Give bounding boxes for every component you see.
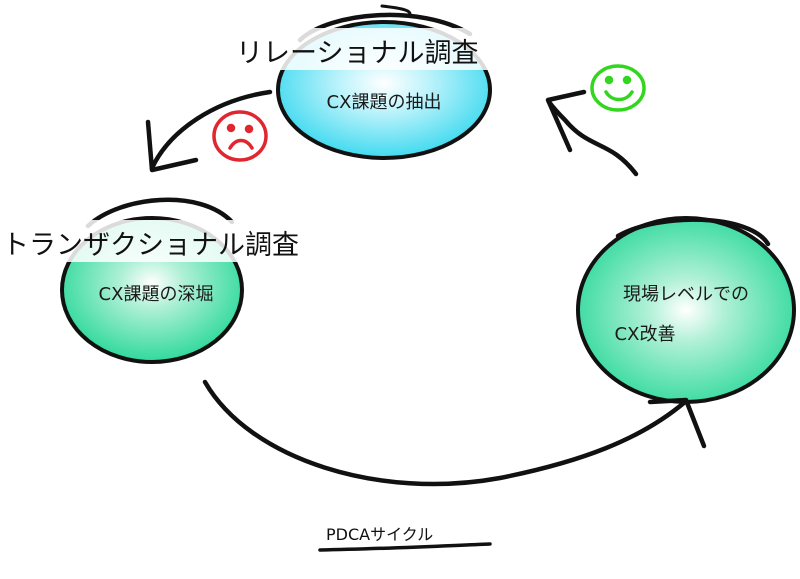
node-left-label: CX課題の深堀: [99, 284, 214, 305]
arrow-top-to-left-shaft: [149, 89, 273, 171]
arrow-left-to-right-head: [647, 397, 707, 449]
arrow-right-to-top-head: [545, 89, 587, 153]
node-right-label-line2: CX改善: [615, 324, 676, 345]
node-right: 現場レベルでの CX改善: [576, 216, 796, 404]
node-top-heading: リレーショナル調査: [236, 38, 478, 69]
footer: PDCAサイクル: [318, 525, 492, 552]
arrow-top-to-left: [145, 89, 273, 173]
node-left-sketch-stroke: [85, 197, 235, 229]
node-top-sketch-stroke-2: [380, 4, 412, 16]
node-top-heading-backdrop: [228, 28, 528, 70]
cycle-caption-underline: [318, 542, 492, 552]
node-right-ellipse: [576, 216, 796, 404]
arrow-left-to-right-shaft: [202, 379, 688, 487]
arrow-top-to-left-head: [145, 119, 199, 173]
arrow-right-to-top-shaft: [546, 99, 639, 177]
node-top: リレーショナル調査 CX課題の抽出: [228, 4, 528, 160]
cycle-caption: PDCAサイクル: [326, 525, 433, 544]
happy-face-icon: [590, 64, 646, 112]
node-right-label-line1: 現場レベルでの: [623, 284, 749, 305]
node-top-label: CX課題の抽出: [327, 92, 442, 113]
node-right-sketch-stroke: [615, 217, 771, 247]
node-left-heading: トランザクショナル調査: [2, 230, 299, 261]
node-left-heading-backdrop: [0, 220, 368, 262]
arrow-left-to-right: [202, 379, 707, 487]
node-left: トランザクショナル調査 CX課題の深堀: [0, 197, 368, 364]
sad-face-icon: [212, 110, 268, 162]
arrow-right-to-top: [545, 89, 639, 177]
